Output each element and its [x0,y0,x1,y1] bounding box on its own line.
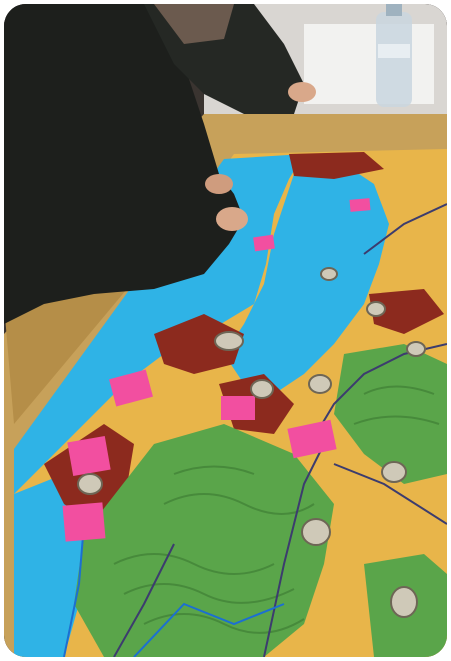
hand-left [205,174,233,194]
water-bottle [376,4,412,107]
person-arm [4,4,244,324]
hand-right [216,207,248,231]
stone-marker [214,331,244,351]
sticky-notes [62,198,371,542]
stone-marker [301,518,331,546]
rivers [63,523,285,657]
sticky-note [62,502,106,542]
urban-zone-north [289,152,384,179]
contour-lines [113,385,440,634]
stone-markers [77,267,426,618]
urban-zone-west [154,314,244,374]
stone-marker [381,461,407,483]
stone-marker [250,379,274,399]
photo-frame [4,4,447,657]
sticky-note [221,396,255,420]
stone-marker [77,473,103,495]
person-head [154,4,234,44]
stone-marker [406,341,426,357]
sticky-note [349,198,371,212]
sticky-note [67,435,111,477]
urban-zone-east [369,289,444,334]
paper-sheet [304,24,434,104]
forest-east [334,344,447,484]
stone-marker [390,586,418,618]
sticky-note [253,234,275,252]
sticky-note [109,369,153,407]
stone-marker [320,267,338,281]
workshop-photo [4,4,447,657]
hand-background [288,82,316,102]
stone-marker [366,301,386,317]
stone-marker [308,374,332,394]
lake-main [224,164,389,394]
sticky-note [287,419,337,459]
